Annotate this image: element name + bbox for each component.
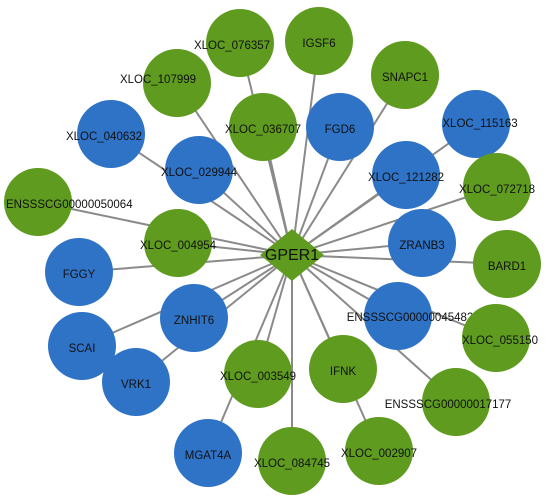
node-xloc-002907[interactable]: XLOC_002907 (341, 417, 417, 485)
node-ifnk[interactable]: IFNK (309, 335, 377, 403)
node-label: SCAI (69, 343, 96, 355)
node-fggy[interactable]: FGGY (45, 238, 113, 306)
node-xloc-003549[interactable]: XLOC_003549 (220, 340, 296, 408)
node-circle (102, 348, 170, 416)
node-snapc1[interactable]: SNAPC1 (371, 41, 439, 109)
node-bard1[interactable]: BARD1 (473, 230, 541, 298)
node-label: XLOC_076357 (194, 40, 270, 52)
node-label: XLOC_055150 (462, 335, 538, 347)
node-circle (165, 136, 233, 204)
node-circle (160, 284, 228, 352)
node-circle (364, 282, 432, 350)
node-xloc-115163[interactable]: XLOC_115163 (442, 90, 518, 158)
node-label: IGSF6 (302, 38, 335, 50)
node-xloc-040632[interactable]: XLOC_040632 (66, 100, 145, 168)
node-scai[interactable]: SCAI (48, 312, 116, 380)
node-label: XLOC_040632 (66, 131, 142, 143)
node-xloc-036707[interactable]: XLOC_036707 (225, 93, 301, 161)
node-fgd6[interactable]: FGD6 (306, 93, 374, 161)
node-xloc-072718[interactable]: XLOC_072718 (459, 153, 535, 221)
node-circle (174, 419, 242, 487)
node-circle (258, 427, 326, 495)
node-xloc-121282[interactable]: XLOC_121282 (368, 141, 444, 209)
edge-gper1-xloc-072718 (291, 186, 498, 256)
node-enssscg00000045482[interactable]: ENSSSCG00000045482 (347, 282, 474, 350)
node-label: FGGY (63, 269, 96, 281)
node-xloc-004954[interactable]: XLOC_004954 (140, 209, 217, 277)
node-circle (285, 7, 353, 75)
edge-gper1-xloc-107999 (176, 82, 293, 256)
node-label: IFNK (330, 366, 357, 378)
node-xloc-055150[interactable]: XLOC_055150 (462, 304, 538, 372)
node-circle (306, 93, 374, 161)
node-circle (422, 368, 490, 436)
node-label: ENSSSCG00000045482 (347, 312, 474, 324)
node-label: ENSSSCG00000017177 (385, 399, 512, 411)
node-circle (309, 335, 377, 403)
node-enssscg00000017177[interactable]: ENSSSCG00000017177 (385, 368, 512, 436)
node-circle (224, 340, 292, 408)
node-circle (388, 209, 456, 277)
node-xloc-084745[interactable]: XLOC_084745 (254, 427, 330, 495)
node-circle (345, 417, 413, 485)
node-circle (4, 168, 72, 236)
node-label: XLOC_029944 (161, 167, 238, 179)
edge-gper1-snapc1 (291, 74, 406, 256)
node-label: XLOC_004954 (140, 240, 217, 252)
node-label: XLOC_121282 (368, 172, 444, 184)
node-enssscg00000050064[interactable]: ENSSSCG00000050064 (4, 168, 133, 236)
node-label: FGD6 (325, 124, 356, 136)
node-znhit6[interactable]: ZNHIT6 (160, 284, 228, 352)
edge-gper1-igsf6 (291, 40, 320, 256)
node-circle (144, 209, 212, 277)
node-circle (143, 49, 211, 117)
node-label: XLOC_115163 (442, 118, 517, 130)
node-label: XLOC_003549 (220, 371, 296, 383)
node-circle (442, 90, 510, 158)
node-circle (48, 312, 116, 380)
node-label: MGAT4A (185, 450, 232, 462)
node-vrk1[interactable]: VRK1 (102, 348, 170, 416)
node-xloc-107999[interactable]: XLOC_107999 (120, 49, 211, 117)
node-label: ZNHIT6 (174, 315, 214, 327)
node-label: XLOC_072718 (459, 184, 535, 196)
node-label: SNAPC1 (382, 72, 428, 84)
node-circle (462, 304, 530, 372)
node-label: ENSSSCG00000050064 (6, 199, 133, 211)
node-circle (463, 153, 531, 221)
node-label: XLOC_107999 (120, 74, 196, 86)
node-label: XLOC_002907 (341, 448, 417, 460)
node-circle (206, 9, 274, 77)
node-circle (371, 41, 439, 109)
node-circle (45, 238, 113, 306)
node-circle (372, 141, 440, 209)
node-zranb3[interactable]: ZRANB3 (388, 209, 456, 277)
node-igsf6[interactable]: IGSF6 (285, 7, 353, 75)
node-mgat4a[interactable]: MGAT4A (174, 419, 242, 487)
node-label: VRK1 (121, 379, 151, 391)
node-circle (473, 230, 541, 298)
node-label: BARD1 (488, 261, 526, 273)
node-circle (77, 100, 145, 168)
node-label: ZRANB3 (399, 240, 444, 252)
node-circle (229, 93, 297, 161)
hub-label: GPER1 (265, 247, 319, 264)
node-label: XLOC_084745 (254, 458, 330, 470)
hub-layer: GPER1 (260, 229, 324, 281)
hub-node-gper1[interactable]: GPER1 (260, 229, 324, 281)
node-xloc-029944[interactable]: XLOC_029944 (161, 136, 238, 204)
hub-diamond (260, 229, 324, 281)
node-label: XLOC_036707 (225, 124, 301, 136)
node-xloc-076357[interactable]: XLOC_076357 (194, 9, 274, 77)
